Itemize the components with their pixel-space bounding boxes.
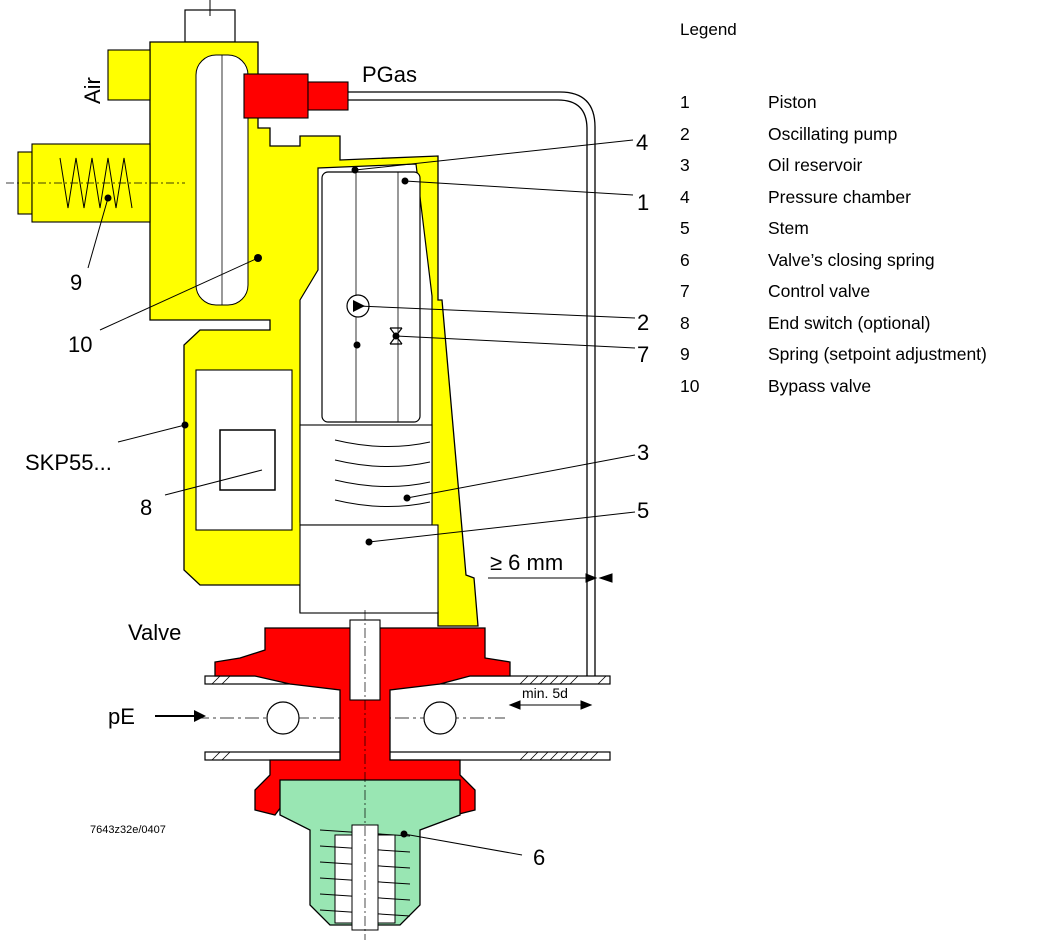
legend-item: 6 Valve’s closing spring [680,245,1052,277]
legend-item-number: 1 [680,92,690,113]
legend-item: 3 Oil reservoir [680,150,1052,182]
legend-item: 8 End switch (optional) [680,308,1052,340]
pgas-connector [243,73,349,119]
legend-item-text: Valve’s closing spring [768,249,935,270]
legend-item: 7 Control valve [680,276,1052,308]
callout-7: 7 [637,342,649,367]
legend-item-text: End switch (optional) [768,312,931,333]
legend-title: Legend [680,20,737,39]
legend-item-text: Spring (setpoint adjustment) [768,344,987,365]
legend-item-text: Piston [768,92,817,113]
callout-5: 5 [637,498,649,523]
leader-lines [87,139,636,856]
legend-item-number: 6 [680,249,690,270]
dimension-clearance [488,573,613,583]
legend-item-text: Oil reservoir [768,155,863,176]
gas-pressure-sensing-tube [340,91,596,676]
legend-item: 2 Oscillating pump [680,119,1052,151]
callout-1: 1 [637,190,649,215]
callout-6: 6 [533,845,545,870]
legend-item-text: Oscillating pump [768,123,898,144]
closing-spring-housing [279,610,461,940]
legend-item: 10 Bypass valve [680,371,1052,403]
callout-2: 2 [637,310,649,335]
skp-label: SKP55... [25,450,112,475]
legend-item-number: 7 [680,281,690,302]
legend: Legend 1 Piston 2 Oscillating pump 3 Oil re… [680,20,1052,402]
legend-item-number: 4 [680,186,690,207]
dimension-pipe-distance [508,700,593,710]
callout-3: 3 [637,440,649,465]
legend-item-number: 10 [680,375,700,396]
legend-item: 1 Piston [680,87,1052,119]
legend-item-number: 2 [680,123,690,144]
legend-item-number: 9 [680,344,690,365]
legend-item-text: Pressure chamber [768,186,911,207]
legend-item-number: 8 [680,312,690,333]
flow-arrow [155,710,206,722]
legend-item-number: 3 [680,155,690,176]
valve-label: Valve [128,620,181,645]
legend-item-number: 5 [680,218,690,239]
legend-item-text: Control valve [768,281,871,302]
legend-item: 4 Pressure chamber [680,182,1052,214]
callout-10: 10 [68,332,92,357]
callout-4: 4 [636,130,648,155]
clearance-label: ≥ 6 mm [490,550,563,575]
figure-id: 7643z32e/0407 [90,824,166,836]
pipe-distance-label: min. 5d [522,685,568,701]
pgas-label: PGas [362,62,417,87]
legend-item-text: Stem [768,218,809,239]
air-label: Air [80,77,105,104]
callout-8: 8 [140,495,152,520]
callout-9: 9 [70,270,82,295]
legend-item: 9 Spring (setpoint adjustment) [680,339,1052,371]
pe-label: pE [108,704,135,729]
legend-item-text: Bypass valve [768,375,872,396]
legend-item: 5 Stem [680,213,1052,245]
actuator-housing [6,0,479,627]
